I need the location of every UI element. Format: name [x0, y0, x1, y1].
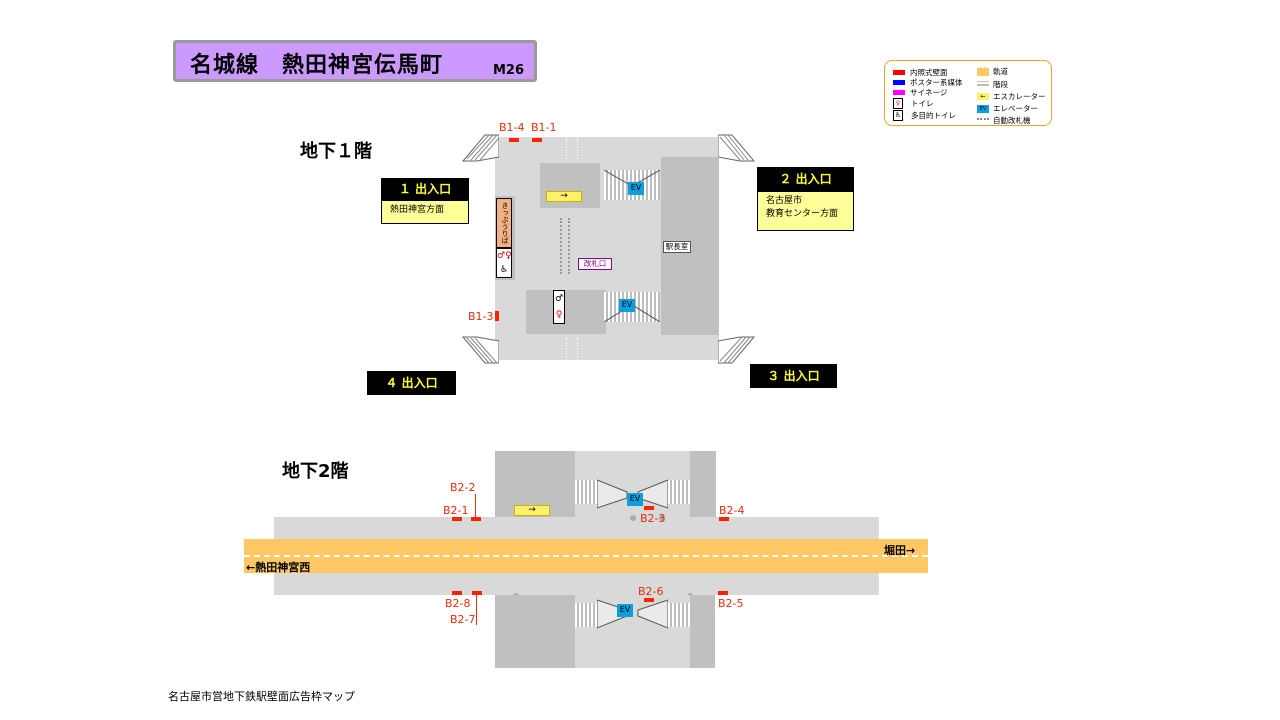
- ticket-gate-label: 改札口: [578, 258, 612, 270]
- ad-marker-b1-3[interactable]: [495, 311, 499, 321]
- legend-item-poster: ポスター系媒体: [893, 77, 963, 88]
- b2-platform-north: [274, 517, 879, 539]
- exit-1-stairs: [461, 134, 499, 162]
- ad-label-b2-2: B2-2: [450, 481, 476, 494]
- b1-toilet-west: ♂♀ ♿: [496, 248, 512, 278]
- legend-item-escalator: ← エスカレーター: [977, 91, 1046, 102]
- legend: 内照式壁面 ポスター系媒体 サイネージ ♀ トイレ ♿ 多目的トイレ 軌道 階段…: [884, 60, 1052, 126]
- toilet-icon: ♂♀: [497, 251, 512, 261]
- ad-label-b2-1: B2-1: [443, 504, 469, 517]
- toilet-female-icon: ♀: [555, 310, 563, 320]
- station-office-label: 駅長室: [663, 241, 691, 253]
- ad-marker-b2-8[interactable]: [452, 591, 462, 595]
- stairs-icon: [977, 81, 989, 88]
- accessible-toilet-icon: ♿: [893, 110, 903, 121]
- b2-lower-block-inner: [529, 597, 575, 637]
- b2-escalator-icon: →: [514, 505, 550, 516]
- b1-gate-north: [566, 137, 578, 159]
- legend-item-signage: サイネージ: [893, 87, 947, 98]
- station-title-box: 名城線 熱田神宮伝馬町 M26: [173, 40, 537, 82]
- station-title: 名城線 熱田神宮伝馬町: [190, 53, 444, 78]
- legend-item-elevator: EV エレベーター: [977, 103, 1038, 114]
- gate-icon: [977, 118, 989, 123]
- exit-4-stairs: [461, 336, 499, 364]
- ad-marker-b1-1[interactable]: [532, 138, 542, 142]
- red-swatch-icon: [893, 70, 905, 75]
- pillar: [659, 515, 665, 521]
- ad-label-b2-8: B2-8: [445, 597, 471, 610]
- exit-1-heading: １ 出入口: [381, 178, 469, 200]
- b1-escalator-icon: →: [546, 191, 582, 202]
- b2-stairs-ll: [575, 603, 597, 627]
- exit-2-heading: ２ 出入口: [757, 167, 854, 191]
- ad-label-b1-4: B1-4: [499, 121, 525, 134]
- b1-toilet-central: ♂ ♀: [553, 290, 565, 324]
- footer-caption: 名古屋市営地下鉄駅壁面広告枠マップ: [168, 690, 355, 703]
- ad-label-b2-6: B2-6: [638, 585, 664, 598]
- floor-label-b2: 地下2階: [282, 461, 349, 482]
- ad-marker-b2-1[interactable]: [452, 517, 462, 521]
- ad-marker-b2-5[interactable]: [718, 591, 728, 595]
- b2-lower-block-east: [690, 595, 715, 668]
- ad-label-b2-3: B2-3: [640, 512, 666, 525]
- blue-swatch-icon: [893, 80, 905, 85]
- magenta-swatch-icon: [893, 90, 905, 95]
- escalator-icon: ←: [977, 93, 989, 100]
- station-code: M26: [492, 63, 524, 78]
- b2-elevator-upper-icon: EV: [627, 493, 643, 506]
- elevator-icon: EV: [977, 104, 989, 113]
- pillar: [630, 515, 636, 521]
- toilet-icon: ♀: [893, 98, 903, 109]
- direction-label-right: 堀田→: [884, 544, 916, 557]
- b1-ticket-gate-line-1: [560, 218, 562, 274]
- ad-marker-b2-7[interactable]: [472, 591, 482, 595]
- legend-item-gate: 自動改札機: [977, 115, 1031, 126]
- exit-2-direction: 名古屋市 教育センター方面: [757, 191, 854, 231]
- ad-marker-b2-3[interactable]: [644, 506, 654, 510]
- track-icon: [977, 67, 989, 76]
- ticket-machine-label: きっぷうりば: [496, 198, 512, 248]
- toilet-male-icon: ♂: [554, 294, 564, 304]
- b1-ticket-gate-line-2: [568, 218, 570, 274]
- legend-item-accessible-toilet: ♿ 多目的トイレ: [893, 110, 956, 121]
- ad-leader-b2-2: [475, 494, 476, 517]
- ad-leader-b2-7: [476, 595, 477, 625]
- exit-3-sign: ３ 出入口: [750, 364, 837, 388]
- b2-platform-south: [274, 573, 879, 595]
- accessible-toilet-icon: ♿: [499, 265, 509, 275]
- direction-label-left: ←熱田神宮西: [246, 561, 311, 574]
- exit-4-sign: ４ 出入口: [367, 371, 456, 395]
- exit-2-stairs: [718, 134, 756, 162]
- exit-2-direction-line2: 教育センター方面: [766, 209, 839, 219]
- legend-item-stairs: 階段: [977, 79, 1008, 90]
- ad-marker-b1-4[interactable]: [509, 138, 519, 142]
- exit-2-direction-line1: 名古屋市: [766, 196, 803, 206]
- exit-1-sign: １ 出入口 熱田神宮方面: [381, 178, 469, 224]
- b2-elevator-lower-icon: EV: [617, 604, 633, 617]
- b2-stairs-lr: [668, 603, 690, 627]
- exit-3-stairs: [718, 336, 756, 364]
- b1-elevator-upper-icon: EV: [628, 182, 644, 195]
- b2-stairs-ur: [668, 480, 690, 504]
- ad-label-b1-3: B1-3: [468, 310, 494, 323]
- ad-label-b2-7: B2-7: [450, 613, 476, 626]
- b1-toilet-block: [526, 290, 606, 334]
- ad-label-b1-1: B1-1: [531, 121, 557, 134]
- b2-track-centerline: [244, 555, 928, 557]
- floor-label-b1: 地下１階: [300, 141, 372, 162]
- legend-item-track: 軌道: [977, 66, 1008, 77]
- b1-gate-south: [566, 338, 578, 360]
- exit-2-sign: ２ 出入口 名古屋市 教育センター方面: [757, 167, 854, 231]
- legend-item-backlit: 内照式壁面: [893, 67, 948, 78]
- b2-upper-block-east: [690, 451, 716, 517]
- ad-marker-b2-2[interactable]: [471, 517, 481, 521]
- b1-elevator-lower-icon: EV: [619, 299, 635, 312]
- ad-marker-b2-6[interactable]: [644, 598, 654, 602]
- b2-stairs-ul: [575, 480, 597, 504]
- exit-1-direction: 熱田神宮方面: [381, 200, 469, 224]
- ad-label-b2-4: B2-4: [719, 504, 745, 517]
- ad-marker-b2-4[interactable]: [719, 517, 729, 521]
- ad-label-b2-5: B2-5: [718, 597, 744, 610]
- legend-item-toilet: ♀ トイレ: [893, 98, 934, 109]
